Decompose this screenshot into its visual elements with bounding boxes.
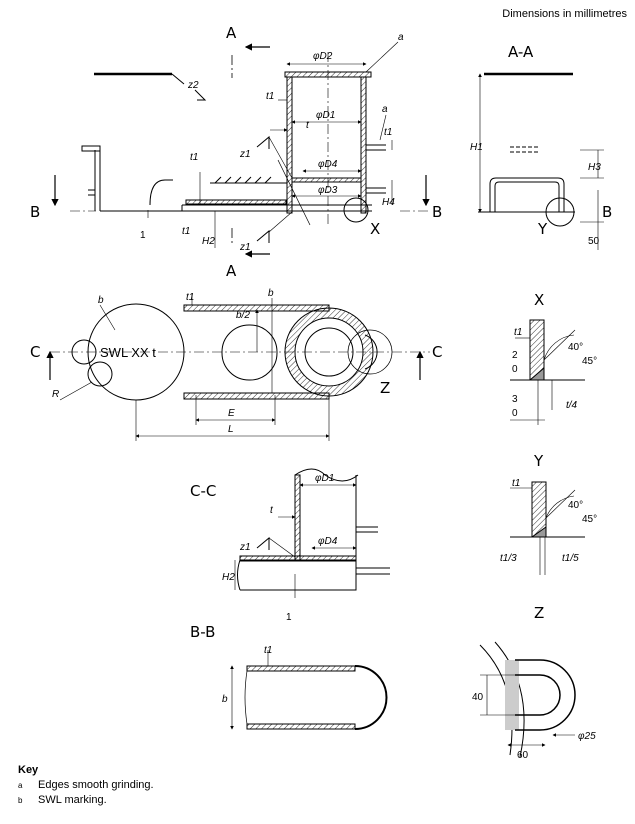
dim-t-cc: t — [270, 505, 274, 516]
dim-y-t15: t1/5 — [562, 553, 579, 564]
key-item-b: b SWL marking. — [18, 793, 154, 808]
dim-t1-main-top: t1 — [266, 91, 274, 102]
section-c-c-title: C-C — [190, 482, 216, 500]
dim-z2: z2 — [187, 80, 199, 91]
dim-e: E — [228, 408, 235, 419]
dim-phi-d1: φD1 — [316, 110, 335, 121]
dim-y-t13: t1/3 — [500, 553, 517, 564]
dim-phi-d1-cc: φD1 — [315, 473, 334, 484]
dim-b-bb: b — [222, 694, 228, 705]
dim-z1-cc: z1 — [239, 542, 251, 553]
dim-t1-main-left: t1 — [190, 152, 198, 163]
callout-y-label: Y — [537, 220, 548, 238]
dim-t1-bb: t1 — [264, 645, 272, 656]
dim-x-3: 3 — [512, 394, 518, 405]
dim-h4: H4 — [382, 197, 395, 208]
callout-x-label: X — [370, 220, 380, 238]
section-b-right2-label: B — [602, 203, 612, 221]
section-b-left-label: B — [30, 203, 40, 221]
dim-z-40: 40 — [472, 692, 484, 703]
dim-t1-y: t1 — [512, 478, 520, 489]
dim-h3: H3 — [588, 162, 601, 173]
dim-x-45: 45° — [582, 356, 597, 367]
section-b-b-view — [230, 650, 388, 730]
dim-t1-main-bottom: t1 — [182, 226, 190, 237]
dim-phi-d4: φD4 — [318, 159, 338, 170]
units-note: Dimensions in millimetres — [502, 8, 627, 20]
dim-b-top: b — [268, 288, 274, 299]
section-c-c-view — [234, 468, 390, 598]
dim-t1-main-right: t1 — [384, 127, 392, 138]
key-text-a: Edges smooth grinding. — [38, 779, 154, 791]
top-view — [46, 293, 430, 441]
dim-t1-x: t1 — [514, 327, 522, 338]
section-b-b-title: B-B — [190, 623, 215, 641]
detail-y-title: Y — [533, 452, 544, 470]
key-mark-b: b — [18, 796, 23, 805]
detail-x-title: X — [534, 291, 544, 309]
section-a-top-label: A — [226, 24, 237, 42]
dim-x-0: 0 — [512, 364, 518, 375]
section-c-right-label: C — [432, 343, 442, 361]
dim-one-main: 1 — [140, 230, 146, 241]
detail-z-title: Z — [534, 604, 544, 622]
dim-h1: H1 — [470, 142, 483, 153]
dim-y-45: 45° — [582, 514, 597, 525]
note-b-top: b — [98, 295, 104, 306]
dim-h2-cc: H2 — [222, 572, 235, 583]
dim-l: L — [228, 424, 234, 435]
section-a-a-view — [478, 72, 604, 250]
dim-z-60: 60 — [517, 750, 529, 760]
dim-x-0b: 0 — [512, 408, 518, 419]
technical-drawing: A A A-A B B B C C C-C B-B X Y Z X Y Z φD… — [30, 24, 612, 760]
detail-z — [479, 641, 576, 758]
section-c-left-label: C — [30, 343, 40, 361]
dim-x-t4: t/4 — [566, 400, 578, 411]
dim-z1-lower: z1 — [239, 242, 251, 253]
dim-b-half: b/2 — [236, 310, 250, 321]
key-legend: Key a Edges smooth grinding. b SWL marki… — [18, 763, 154, 808]
dim-z1-upper: z1 — [239, 149, 251, 160]
section-a-a-title: A-A — [508, 43, 534, 61]
dim-h2-main: H2 — [202, 236, 215, 247]
dim-phi-d4-cc: φD4 — [318, 536, 338, 547]
dim-one-cc: 1 — [286, 612, 292, 623]
key-title: Key — [18, 764, 39, 776]
note-a-top: a — [398, 32, 404, 43]
dim-r: R — [52, 389, 59, 400]
section-a-bottom-label: A — [226, 262, 237, 280]
key-item-a: a Edges smooth grinding. — [18, 778, 154, 793]
key-text-b: SWL marking. — [38, 794, 107, 806]
dim-z-phi25: φ25 — [578, 731, 596, 742]
main-front-view — [51, 41, 430, 258]
dim-phi-d3: φD3 — [318, 185, 338, 196]
dim-phi-d2: φD2 — [313, 51, 333, 62]
dim-x-2: 2 — [512, 350, 518, 361]
swl-marking-text: SWL XX t — [100, 345, 156, 360]
key-mark-a: a — [18, 781, 23, 790]
dim-fifty: 50 — [588, 236, 600, 247]
section-b-right-label: B — [432, 203, 442, 221]
dim-t-main: t — [306, 120, 310, 131]
note-a-right: a — [382, 104, 388, 115]
callout-z-label: Z — [380, 379, 390, 397]
dim-x-40: 40° — [568, 342, 583, 353]
dim-y-40: 40° — [568, 500, 583, 511]
dim-t1-top: t1 — [186, 292, 194, 303]
detail-y — [510, 481, 585, 575]
detail-x — [510, 319, 585, 425]
